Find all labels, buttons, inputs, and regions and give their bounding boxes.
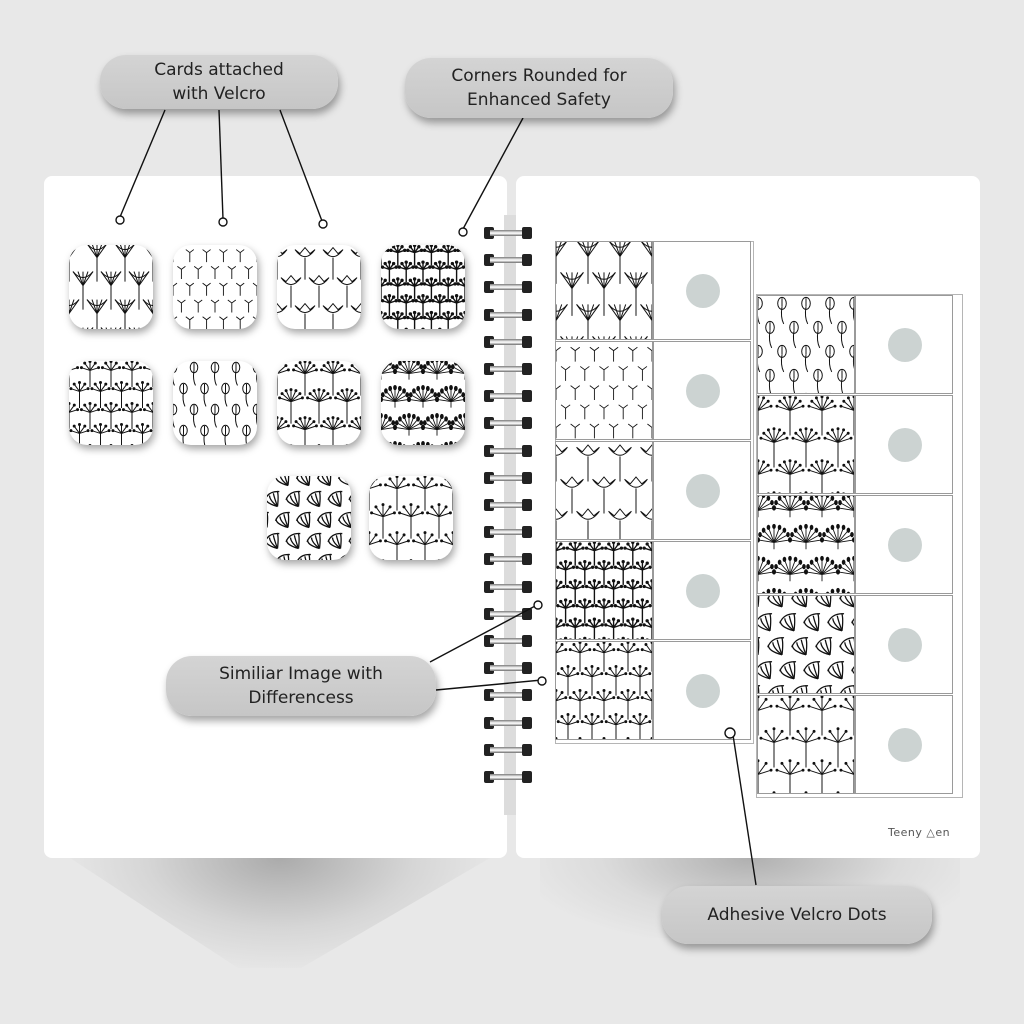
velcro-dot-icon [888, 728, 922, 762]
velcro-dot-icon [686, 374, 720, 408]
dandelion-cups-pattern-icon [69, 245, 153, 329]
small-sprigs-pattern-icon [556, 346, 652, 439]
seed-pods-pattern-icon [173, 361, 257, 445]
velcro-slot[interactable] [855, 495, 953, 594]
spiral-ring [484, 281, 532, 294]
pattern-cell [757, 295, 855, 394]
spiral-ring [484, 771, 532, 783]
pattern-cell [757, 695, 855, 794]
velcro-slot[interactable] [855, 695, 953, 794]
pattern-cell [555, 241, 653, 340]
pattern-card[interactable] [369, 476, 453, 560]
spiral-ring [484, 471, 532, 484]
pattern-card[interactable] [277, 361, 361, 445]
velcro-slot[interactable] [855, 595, 953, 694]
spiral-ring [484, 363, 532, 375]
pattern-cell [555, 441, 653, 540]
spiral-ring [484, 580, 532, 593]
left-page-shadow [70, 858, 490, 968]
pattern-card[interactable] [69, 245, 153, 329]
pattern-cell [757, 395, 855, 494]
velcro-slot[interactable] [653, 541, 751, 640]
fine-dandelions-pattern-icon [277, 361, 361, 445]
spiral-ring [484, 390, 532, 403]
velcro-dot-icon [686, 274, 720, 308]
pattern-card[interactable] [267, 476, 351, 560]
spiral-ring [484, 689, 532, 702]
pattern-cell [757, 595, 855, 694]
pattern-card[interactable] [381, 361, 465, 445]
pattern-card[interactable] [69, 361, 153, 445]
spiral-ring [484, 607, 532, 620]
callout-corners-rounded: Corners Rounded for Enhanced Safety [405, 58, 673, 118]
velcro-slot[interactable] [653, 441, 751, 540]
pattern-cell [555, 641, 653, 740]
velcro-slot[interactable] [653, 241, 751, 340]
velcro-slot[interactable] [653, 641, 751, 740]
velcro-dot-icon [686, 674, 720, 708]
velcro-dot-icon [686, 474, 720, 508]
spiral-ring [484, 662, 532, 675]
leaf-fans-pattern-icon [758, 596, 854, 693]
dense-umbels-pattern-icon [381, 245, 465, 329]
tulip-buds-pattern-icon [277, 246, 361, 329]
scattered-seeds-pattern-icon [369, 476, 453, 560]
spiral-spine [504, 215, 516, 815]
small-umbels-pattern-icon [69, 361, 153, 445]
pattern-cell [757, 495, 855, 594]
pattern-card[interactable] [277, 245, 361, 329]
spiral-ring [484, 526, 532, 539]
leaf-fans-pattern-icon [267, 476, 351, 560]
spiral-ring [484, 335, 532, 348]
velcro-slot[interactable] [855, 395, 953, 494]
pattern-card[interactable] [173, 245, 257, 329]
pattern-card[interactable] [173, 361, 257, 445]
spiral-ring [484, 499, 532, 511]
callout-similar-image: Similiar Image with Differencess [166, 656, 436, 716]
velcro-slot[interactable] [855, 295, 953, 394]
dense-umbels-pattern-icon [556, 542, 652, 639]
velcro-dot-icon [888, 628, 922, 662]
spiral-ring [484, 227, 532, 239]
fine-dandelions-pattern-icon [758, 396, 854, 493]
spiral-ring [484, 635, 532, 647]
velcro-slot[interactable] [653, 341, 751, 440]
spiral-ring [484, 417, 532, 430]
spiral-ring [484, 444, 532, 457]
velcro-dot-icon [686, 574, 720, 608]
callout-velcro-dots: Adhesive Velcro Dots [662, 886, 932, 944]
seed-pods-pattern-icon [758, 296, 854, 393]
velcro-dot-icon [888, 428, 922, 462]
pattern-cell [555, 341, 653, 440]
brand-logo: Teeny △en [888, 826, 951, 839]
pattern-cell [555, 541, 653, 640]
scattered-seeds-pattern-icon [758, 696, 854, 793]
small-umbels-pattern-icon [556, 642, 652, 739]
fan-flowers-pattern-icon [381, 361, 465, 445]
small-sprigs-pattern-icon [173, 249, 257, 329]
spiral-ring [484, 553, 532, 566]
velcro-dot-icon [888, 328, 922, 362]
fan-flowers-pattern-icon [758, 496, 854, 593]
spiral-ring [484, 743, 532, 756]
velcro-dot-icon [888, 528, 922, 562]
callout-cards-velcro: Cards attached with Velcro [100, 55, 338, 109]
spiral-ring [484, 716, 532, 729]
spiral-ring [484, 254, 532, 267]
dandelion-cups-pattern-icon [556, 242, 652, 339]
pattern-card[interactable] [381, 245, 465, 329]
tulip-buds-pattern-icon [556, 444, 652, 539]
spiral-ring [484, 308, 532, 321]
